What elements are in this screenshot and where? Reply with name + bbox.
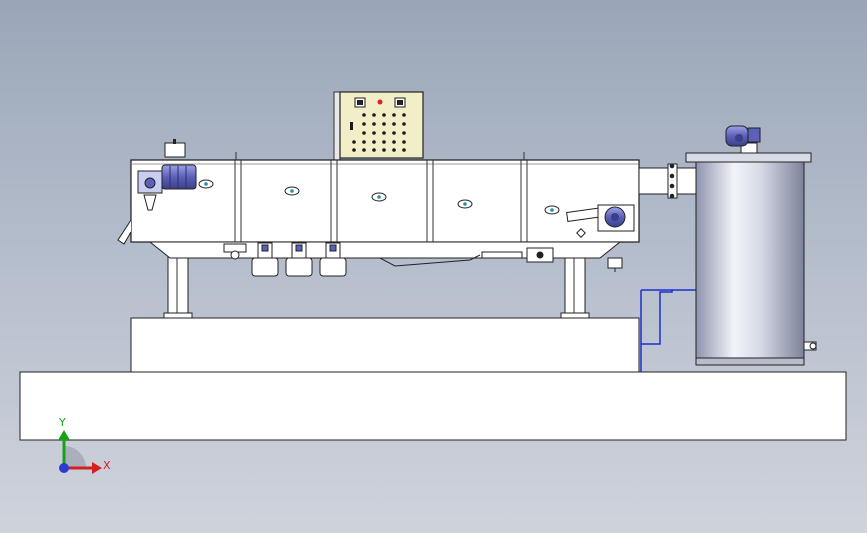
port-3 <box>371 192 387 202</box>
storage-tank <box>685 152 817 366</box>
valve-2 <box>285 242 313 277</box>
support-legs <box>163 241 590 319</box>
bottom-valves <box>223 242 623 277</box>
control-panel <box>333 91 424 161</box>
valve-1 <box>251 242 279 277</box>
panel-meters <box>354 97 406 108</box>
y-axis-label: Y <box>58 416 66 429</box>
drain-outlet <box>607 257 623 272</box>
left-drive-motor <box>137 139 197 211</box>
z-axis-dot <box>59 463 69 473</box>
agitator-motor <box>725 125 761 154</box>
inspection-ports <box>198 179 560 215</box>
right-gear-motor <box>566 204 635 238</box>
port-4 <box>457 199 473 209</box>
upper-platform <box>130 317 640 373</box>
base-platform <box>19 371 847 441</box>
port-1 <box>198 179 214 189</box>
left-bearing <box>223 243 247 260</box>
discharge-duct <box>638 163 698 199</box>
coordinate-triad: Y X <box>58 416 111 474</box>
right-tensioner <box>481 247 554 263</box>
port-2 <box>284 186 300 196</box>
x-axis-label: X <box>103 459 111 472</box>
panel-buttons <box>350 113 406 152</box>
port-5 <box>544 205 560 215</box>
valve-3 <box>319 242 347 277</box>
